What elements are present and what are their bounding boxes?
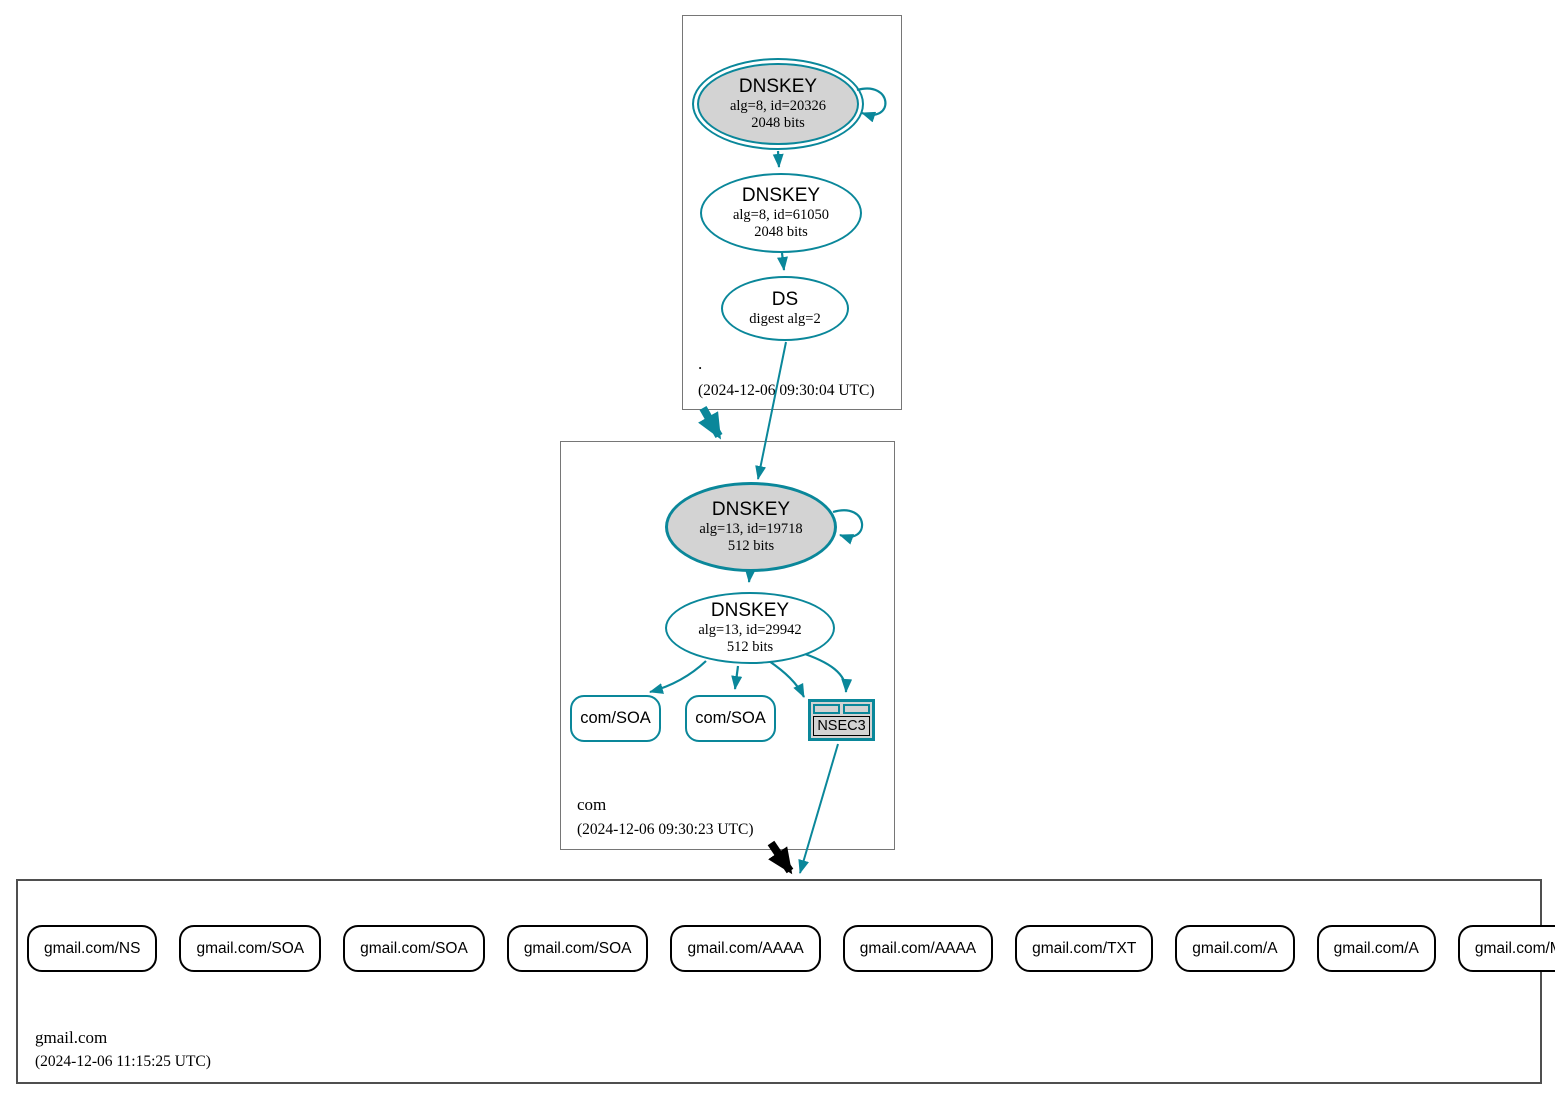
gmail-soa-node-2[interactable]: gmail.com/SOA <box>343 925 485 972</box>
gmail-rrset-row: gmail.com/NS gmail.com/SOA gmail.com/SOA… <box>27 925 1555 972</box>
gmail-soa-label-1: gmail.com/SOA <box>196 939 305 957</box>
com-soa-label-1: com/SOA <box>580 709 651 727</box>
com-ksk-bits: 512 bits <box>727 538 775 554</box>
ds-digest: digest alg=2 <box>749 311 821 327</box>
nsec3-header-row <box>813 704 870 714</box>
zone-box-com: com (2024-12-06 09:30:23 UTC) <box>560 441 895 850</box>
com-ksk-title: DNSKEY <box>711 499 791 520</box>
gmail-soa-label-3: gmail.com/SOA <box>523 939 632 957</box>
gmail-ns-node[interactable]: gmail.com/NS <box>27 925 158 972</box>
gmail-ns-label: gmail.com/NS <box>44 939 141 957</box>
gmail-a-node-1[interactable]: gmail.com/A <box>1175 925 1295 972</box>
root-ksk-bits: 2048 bits <box>751 115 805 131</box>
gmail-mx-label: gmail.com/MX <box>1474 939 1555 957</box>
zone-box-root: . (2024-12-06 09:30:04 UTC) <box>682 15 902 410</box>
com-zsk-title: DNSKEY <box>710 600 790 621</box>
edge-ds-to-com-ksk <box>755 341 787 480</box>
edge-root-ksk-to-zsk <box>772 150 784 168</box>
root-zsk-title: DNSKEY <box>741 185 821 206</box>
gmail-mx-node[interactable]: gmail.com/MX <box>1457 925 1555 972</box>
zone-timestamp-gmail: (2024-12-06 11:15:25 UTC) <box>35 1053 211 1070</box>
root-ds-node[interactable]: DS digest alg=2 <box>721 276 849 341</box>
edge-root-zsk-to-ds <box>777 252 788 271</box>
edge-com-zsk-to-soa1 <box>649 660 707 694</box>
com-ksk-dnskey-node[interactable]: DNSKEY alg=13, id=19718 512 bits <box>665 482 837 572</box>
edge-com-ksk-to-zsk <box>744 568 756 583</box>
root-zsk-bits: 2048 bits <box>754 224 808 240</box>
nsec3-record-cell-1 <box>813 704 840 714</box>
com-zsk-bits: 512 bits <box>726 639 774 655</box>
root-ksk-title: DNSKEY <box>738 76 818 97</box>
gmail-aaaa-label-2: gmail.com/AAAA <box>859 939 977 957</box>
zone-label-com: com <box>577 795 607 814</box>
com-zsk-dnskey-node[interactable]: DNSKEY alg=13, id=29942 512 bits <box>665 592 835 664</box>
com-soa-node-2[interactable]: com/SOA <box>685 695 776 742</box>
com-zsk-alg: alg=13, id=29942 <box>698 622 802 638</box>
gmail-a-label-2: gmail.com/A <box>1333 939 1419 957</box>
nsec3-record-cell-2 <box>843 704 870 714</box>
root-zsk-alg: alg=8, id=61050 <box>732 207 830 223</box>
nsec3-node[interactable]: NSEC3 <box>808 699 875 741</box>
gmail-a-node-2[interactable]: gmail.com/A <box>1316 925 1436 972</box>
gmail-txt-node[interactable]: gmail.com/TXT <box>1015 925 1154 972</box>
gmail-soa-node-3[interactable]: gmail.com/SOA <box>506 925 649 972</box>
zone-timestamp-com: (2024-12-06 09:30:23 UTC) <box>577 821 754 838</box>
com-ksk-alg: alg=13, id=19718 <box>699 521 803 537</box>
edge-nsec3-to-gmail-zone <box>798 743 839 874</box>
gmail-aaaa-node-2[interactable]: gmail.com/AAAA <box>842 925 994 972</box>
edge-root-ksk-selfloop <box>856 87 887 123</box>
com-soa-node-1[interactable]: com/SOA <box>570 695 661 742</box>
edge-com-zsk-to-soa2 <box>731 665 743 690</box>
gmail-soa-node-1[interactable]: gmail.com/SOA <box>179 925 322 972</box>
zone-label-root: . <box>698 354 703 373</box>
edge-com-ksk-selfloop <box>832 509 864 545</box>
zone-label-gmail: gmail.com <box>35 1028 108 1047</box>
root-zsk-dnskey-node[interactable]: DNSKEY alg=8, id=61050 2048 bits <box>700 173 862 253</box>
root-ksk-dnskey-node[interactable]: DNSKEY alg=8, id=20326 2048 bits <box>692 58 864 150</box>
gmail-soa-label-2: gmail.com/SOA <box>360 939 468 957</box>
ds-title: DS <box>771 289 799 310</box>
gmail-a-label-1: gmail.com/A <box>1192 939 1278 957</box>
gmail-txt-label: gmail.com/TXT <box>1032 939 1137 957</box>
gmail-aaaa-node-1[interactable]: gmail.com/AAAA <box>670 925 821 972</box>
nsec3-label: NSEC3 <box>813 716 870 736</box>
edge-com-zsk-to-nsec3-top <box>798 650 853 693</box>
root-ksk-dnskey-inner: DNSKEY alg=8, id=20326 2048 bits <box>696 62 860 146</box>
com-soa-label-2: com/SOA <box>695 709 766 727</box>
root-ksk-alg: alg=8, id=20326 <box>729 98 827 114</box>
zone-box-gmail: gmail.com (2024-12-06 11:15:25 UTC) <box>16 879 1542 1084</box>
edge-delegation-com-to-gmail <box>767 840 794 875</box>
zone-timestamp-root: (2024-12-06 09:30:04 UTC) <box>698 382 875 399</box>
edge-com-zsk-to-nsec3-left <box>768 660 805 698</box>
edge-delegation-root-to-com <box>698 406 723 440</box>
gmail-aaaa-label-1: gmail.com/AAAA <box>687 939 804 957</box>
